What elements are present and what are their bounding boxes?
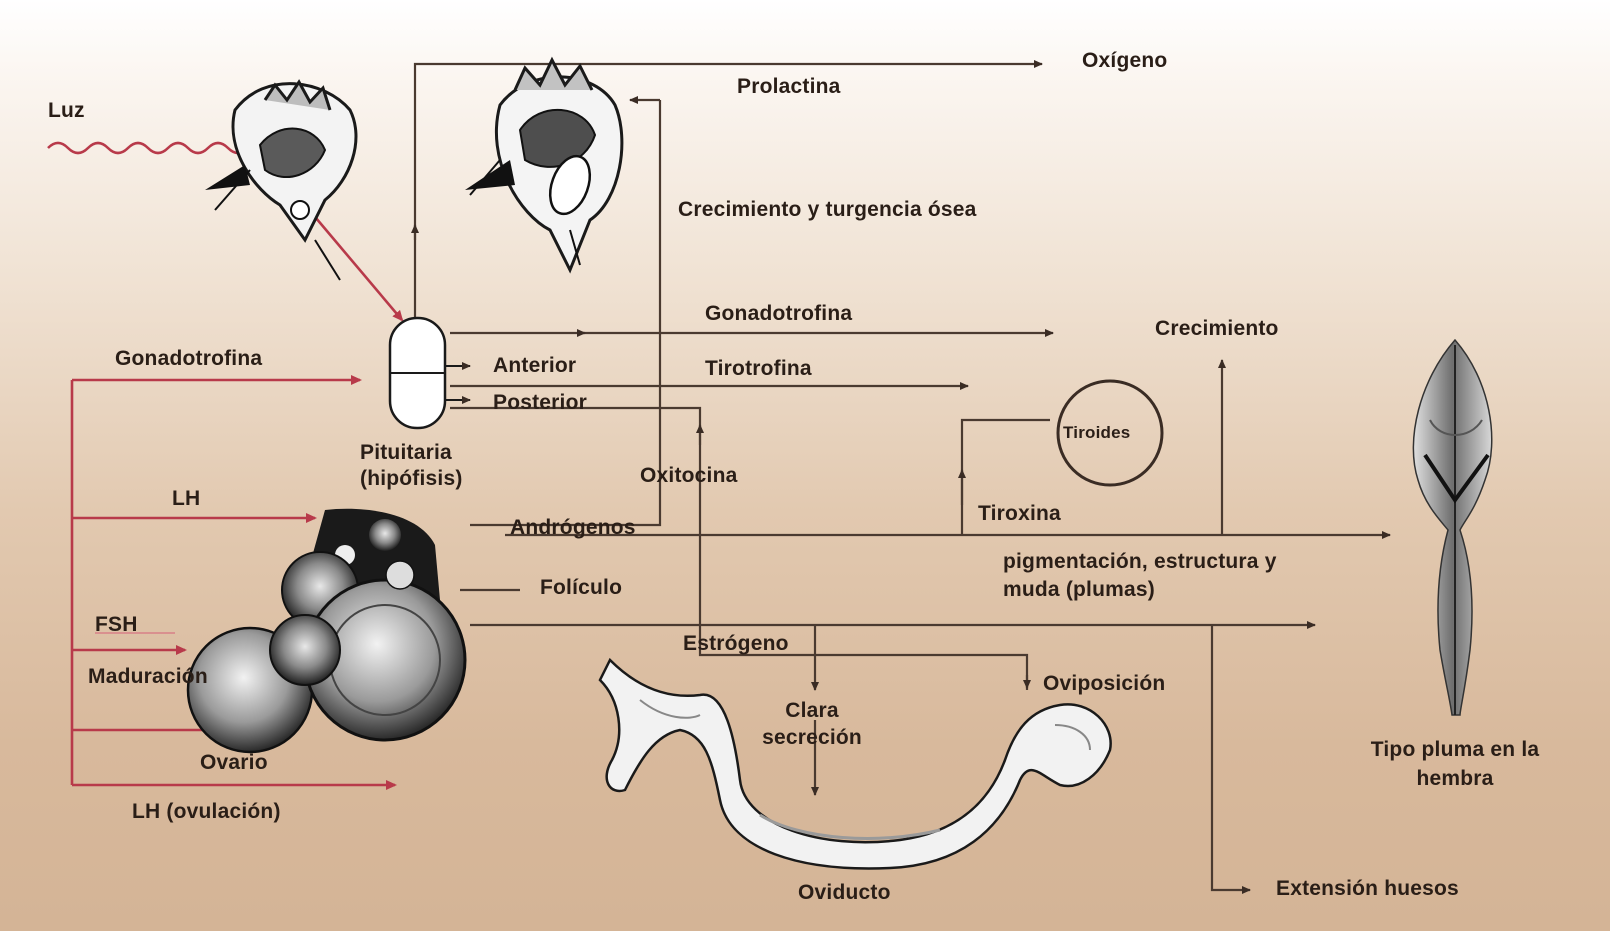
label-tiroxina: Tiroxina xyxy=(978,503,1061,525)
label-oviducto: Oviducto xyxy=(798,882,891,904)
label-luz: Luz xyxy=(48,100,85,122)
label-lh-ovulacion: LH (ovulación) xyxy=(132,801,281,823)
label-prolactina: Prolactina xyxy=(737,76,841,98)
label-tipo-pluma: Tipo pluma en la hembra xyxy=(1370,735,1540,794)
ovary-icon xyxy=(188,509,465,752)
label-posterior: Posterior xyxy=(493,392,587,414)
label-tirotrofina: Tirotrofina xyxy=(705,358,812,380)
label-gonadotrofina-top: Gonadotrofina xyxy=(705,303,852,325)
bird-head-right-icon xyxy=(465,60,622,270)
label-oxitocina: Oxitocina xyxy=(640,465,738,487)
label-gonadotrofina-left: Gonadotrofina xyxy=(115,348,262,370)
bird-head-left-icon xyxy=(205,82,356,280)
label-ovario: Ovario xyxy=(200,752,268,774)
label-tiroides: Tiroides xyxy=(1063,424,1130,442)
label-anterior: Anterior xyxy=(493,355,576,377)
label-estrogeno: Estrógeno xyxy=(683,633,789,655)
label-crecimiento-right: Crecimiento xyxy=(1155,318,1279,340)
pituitary-gland-icon xyxy=(390,318,470,428)
label-crecimiento-turgencia: Crecimiento y turgencia ósea xyxy=(678,196,998,224)
oviduct-icon xyxy=(600,660,1111,868)
label-oviposicion: Oviposición xyxy=(1043,673,1165,695)
label-clara-secrecion: Clara secreción xyxy=(752,697,872,752)
label-foliculo: Folículo xyxy=(540,577,622,599)
label-lh: LH xyxy=(172,488,200,510)
feather-icon xyxy=(1413,340,1491,715)
label-extension-huesos: Extensión huesos xyxy=(1276,878,1459,900)
label-pigmentacion: pigmentación, estructura y muda (plumas) xyxy=(1003,548,1333,605)
label-maduracion: Maduración xyxy=(88,666,208,688)
label-androgenos: Andrógenos xyxy=(510,517,636,539)
label-oxigeno: Oxígeno xyxy=(1082,50,1167,72)
label-fsh: FSH xyxy=(95,614,138,636)
label-pituitaria: Pituitaria (hipófisis) xyxy=(360,440,500,493)
